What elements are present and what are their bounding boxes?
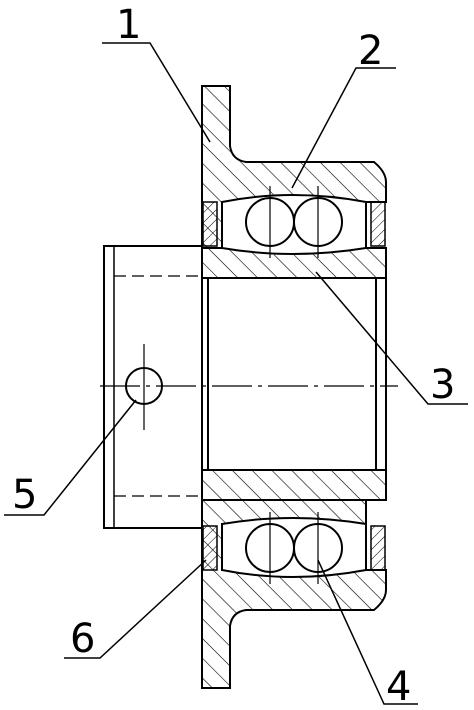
leader-6	[64, 559, 207, 659]
leader-1	[102, 42, 211, 143]
flange-housing	[201, 85, 387, 689]
inner-sleeve	[201, 247, 387, 501]
seal-bottom-left	[202, 525, 218, 571]
leader-4	[317, 559, 418, 705]
seal-top-right	[370, 201, 386, 247]
callout-6: 6	[70, 616, 95, 662]
ball-bearing-top	[221, 186, 367, 258]
shaft-sleeve-outline	[103, 245, 202, 529]
shaft-sleeve	[103, 245, 202, 529]
callout-5: 5	[12, 472, 37, 518]
callout-3: 3	[430, 362, 455, 408]
callout-1: 1	[116, 2, 141, 48]
seal-bottom-right	[370, 525, 386, 571]
seals	[202, 201, 386, 571]
ball-bearing-bottom	[221, 512, 367, 584]
leader-lines	[4, 42, 468, 705]
leader-5	[4, 399, 137, 516]
inner-ring-bottom	[201, 469, 387, 501]
callout-4: 4	[386, 664, 411, 710]
leader-3	[315, 271, 468, 405]
callout-2: 2	[358, 28, 383, 74]
leader-2	[291, 67, 396, 189]
seal-top-left	[202, 201, 218, 247]
